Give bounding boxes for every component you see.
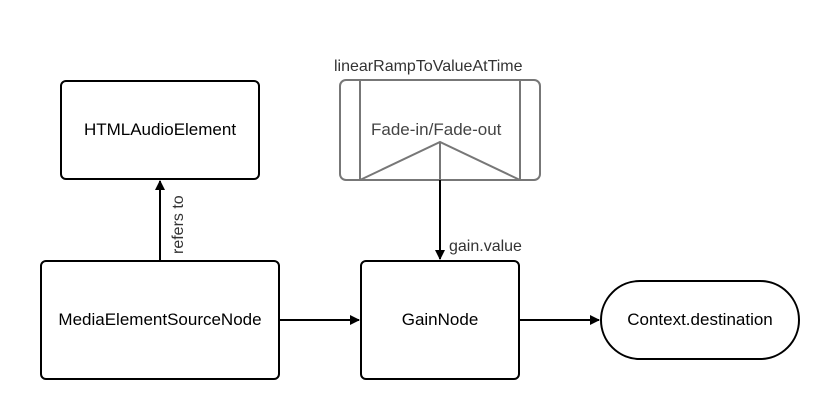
context-destination-label: Context.destination bbox=[627, 310, 773, 329]
fade-shape bbox=[339, 79, 541, 181]
media-element-source-label: MediaElementSourceNode bbox=[58, 310, 262, 329]
gain-node-label: GainNode bbox=[401, 310, 479, 329]
media-element-source-node: MediaElementSourceNode bbox=[40, 260, 280, 380]
fade-method-label: linearRampToValueAtTime bbox=[334, 58, 523, 75]
gain-value-label: gain.value bbox=[449, 238, 522, 255]
html-audio-element-node: HTMLAudioElement bbox=[60, 80, 260, 180]
refers-to-label: refers to bbox=[170, 195, 187, 254]
html-audio-element-label: HTMLAudioElement bbox=[83, 120, 237, 139]
gain-node: GainNode bbox=[360, 260, 520, 380]
fade-shape-label: Fade-in/Fade-out bbox=[371, 120, 502, 139]
context-destination-node: Context.destination bbox=[600, 280, 800, 360]
